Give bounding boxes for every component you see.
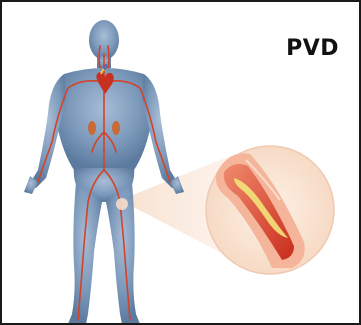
magnified-artery-icon (206, 146, 334, 274)
condition-title: PVD (286, 36, 339, 61)
affected-artery-spot (116, 198, 128, 210)
